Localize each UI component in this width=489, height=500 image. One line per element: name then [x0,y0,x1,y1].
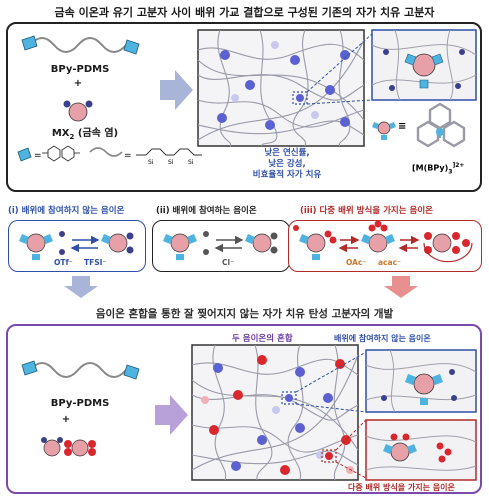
plus-sign: + [73,78,83,89]
bottom-panel-graphics [21,344,477,481]
svg-text:=: = [124,151,132,161]
plus-sign-bottom: + [61,414,71,425]
complex-formula: [M(BPy)3]2+ [412,162,465,176]
anion-i-left-complex [19,233,53,260]
bottom-title: 음이온 혼합을 통한 잘 찢어지지 않는 자가 치유 탄성 고분자의 개발 [95,308,394,320]
anion-i-label: (i) 배위에 참여하지 않는 음이온 [8,206,125,216]
top-arrow-icon [160,70,193,110]
complex-small-icon [372,121,396,140]
anion-i-right-complex [101,232,134,254]
bpy-pdms-label: BPy-PDMS [50,64,110,75]
polymer-network [197,29,365,147]
anion-iii-middle-complex [361,220,395,253]
cl-label: Cl⁻ [222,258,235,267]
anion-iii-right-complex [423,232,473,263]
pdms-structure-icon: = Si Si Si [89,147,202,166]
tfsi-label: TFSI⁻ [84,258,107,267]
anion-iii-left-complex [293,225,337,260]
bpy-pdms-chain-bottom-icon [21,360,140,380]
molecular-structure-icon [416,102,466,148]
anion-iii-label: (iii) 다중 배위 방식을 가지는 음이온 [300,206,433,216]
svg-text:Si: Si [188,159,194,166]
equals-sign: ≡ [398,121,407,132]
svg-text:Si: Si [168,159,174,166]
otf-label: OTf⁻ [54,258,73,267]
weakness-text: 낮은 연신률, 낮은 강성, 비효율적 자가 치유 [252,148,322,180]
metal-salt-icon [63,100,93,122]
non-coordinating-label: 배위에 참여하지 않는 음이온 [334,334,431,343]
down-arrow-blue-icon [64,276,98,298]
svg-text:Si: Si [148,159,154,166]
zoom-complex-icon [383,49,465,91]
anion-ii-label: (ii) 배위에 참여하는 음이온 [156,206,257,216]
zoom-red-complex-icon [383,433,452,463]
svg-text:=: = [34,151,42,161]
bpy-pdms-label-bottom: BPy-PDMS [50,398,110,409]
metal-salt-label: MX2 (금속 염) [51,128,119,141]
zoom-blue-complex-icon [381,369,457,405]
anion-ii-left-complex [163,233,197,260]
mixing-label: 두 음이온의 혼합 [232,334,293,344]
bottom-arrow-icon [155,395,188,435]
middle-row-graphics [19,220,473,298]
network-metal-nodes [217,41,350,130]
top-title: 금속 이온과 유기 고분자 사이 배위 가교 결합으로 구성된 기존의 자가 치… [54,6,435,19]
salt-red-icon [64,439,96,457]
anion-ii-right-complex [245,232,278,254]
top-panel-graphics: = = Si Si Si [17,29,477,166]
salt-blue-icon [41,437,63,457]
multi-coordinating-label: 다중 배위 방식을 가지는 음이온 [348,483,455,492]
ligand-structure-icon: = [17,145,80,162]
down-arrow-red-icon [384,276,418,298]
oac-label: OAc⁻ [346,258,367,267]
acac-label: acac⁻ [378,258,401,267]
bpy-pdms-chain-icon [21,35,140,55]
bottom-network-nodes [201,355,354,475]
